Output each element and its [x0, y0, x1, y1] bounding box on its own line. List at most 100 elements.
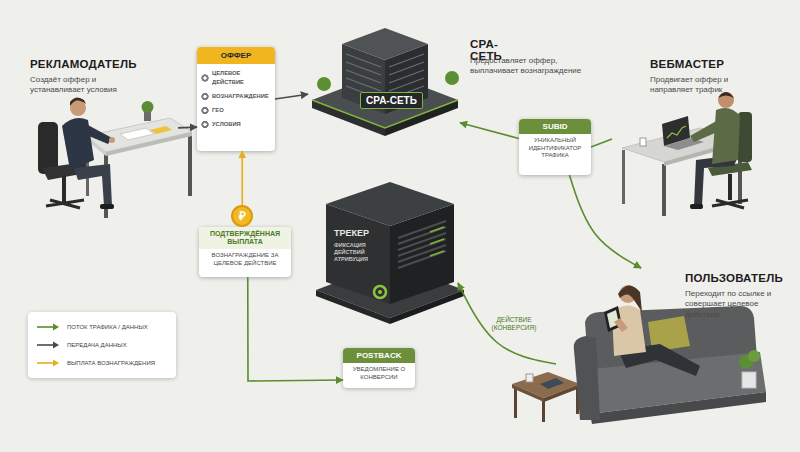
- device-description: ФИКСАЦИЯ ДЕЙСТВИЙ АТРИБУЦИЯ: [334, 242, 394, 263]
- tracker-ring-dot: [378, 290, 382, 294]
- laptop-chart: [667, 126, 686, 138]
- card-header: ОФФЕР: [197, 47, 275, 64]
- actor-node: ВЕБМАСТЕР Продвигает оффер и направляет т…: [612, 54, 782, 224]
- actor-heading: РЕКЛАМОДАТЕЛЬ: [30, 58, 178, 70]
- tree: [445, 71, 459, 85]
- flow-connector: [275, 94, 308, 99]
- chair-base: [46, 200, 84, 208]
- actor-description: Продвигает оффер и направляет трафик: [650, 75, 760, 96]
- building-sign: CPA-СЕТЬ: [360, 92, 423, 109]
- flow-connector: [178, 126, 197, 128]
- flow-connector: [591, 139, 612, 147]
- person-head: [718, 92, 734, 108]
- person-hair: [618, 285, 642, 312]
- person-arm: [690, 120, 722, 142]
- connector-label: ДЕЙСТВИЕ (КОНВЕРСИЯ): [488, 316, 540, 333]
- person-hand: [614, 318, 628, 332]
- person-torso: [712, 108, 740, 164]
- legend-text: ВЫПЛАТА ВОЗНАГРАЖДЕНИЯ: [67, 360, 155, 366]
- mug: [526, 374, 533, 382]
- card-header: ПОДТВЕРЖДЁННАЯ ВЫПЛАТА: [199, 227, 291, 249]
- tracker-leds: [430, 227, 444, 256]
- actor-heading: ВЕБМАСТЕР: [650, 58, 782, 70]
- legend-text: ПЕРЕДАЧА ДАННЫХ: [67, 342, 127, 348]
- person-hair: [70, 97, 86, 106]
- legend-item: ПОТОК ТРАФИКА / ДАННЫХ: [36, 318, 168, 336]
- person-arm: [84, 124, 112, 144]
- tracker-vents: [398, 221, 446, 268]
- offer-item: ВОЗНАГРАЖДЕНИЕ: [201, 92, 272, 101]
- subid-tag: SUBIDУНИКАЛЬНЫЙ ИДЕНТИФИКАТОР ТРАФИКА: [519, 119, 591, 175]
- chair-stem: [728, 174, 732, 200]
- cpa-building-illustration: [312, 28, 459, 136]
- desk-leg: [622, 150, 625, 204]
- plant-leaves: [142, 101, 154, 113]
- webmaster-illustration: [622, 92, 752, 216]
- device-heading: ТРЕКЕР: [334, 228, 369, 238]
- chair-stem: [62, 176, 66, 202]
- legend-sample: [36, 359, 60, 367]
- offer-item: ЦЕЛЕВОЕ ДЕЙСТВИЕ: [201, 69, 272, 87]
- person-shoes: [690, 204, 703, 209]
- actor-node: ПОЛЬЗОВАТЕЛЬ Переходит по ссылке и соверш…: [556, 268, 786, 428]
- notepad: [150, 126, 172, 134]
- mug: [640, 138, 646, 146]
- person-shoes: [100, 204, 114, 209]
- legend-line: [37, 326, 54, 328]
- offer-item: УСЛОВИЯ: [201, 120, 272, 129]
- sofa-arm: [574, 336, 600, 420]
- card-body: УНИКАЛЬНЫЙ ИДЕНТИФИКАТОР ТРАФИКА: [519, 134, 591, 164]
- chair-back: [38, 122, 58, 174]
- legend-arrow-head: [53, 324, 59, 331]
- flow-connector: [248, 277, 343, 381]
- tracker-illustration: [316, 182, 464, 324]
- network-node: CPA-СЕТЬCPA-СЕТЬПредоставляет оффер, вып…: [308, 26, 460, 136]
- card-body: УВЕДОМЛЕНИЕ О КОНВЕРСИИ: [343, 363, 415, 385]
- actor-description: Переходит по ссылке и совершает целевое …: [685, 289, 783, 320]
- payout-card: ПОДТВЕРЖДЁННАЯ ВЫПЛАТАВОЗНАГРАЖДЕНИЕ ЗА …: [199, 227, 291, 277]
- card-body: ВОЗНАГРАЖДЕНИЕ ЗА ЦЕЛЕВОЕ ДЕЙСТВИЕ: [199, 249, 291, 271]
- table-top: [512, 372, 580, 398]
- postback-card: POSTBACKУВЕДОМЛЕНИЕ О КОНВЕРСИИ: [343, 348, 415, 388]
- coin-symbol: ₽: [231, 205, 253, 227]
- tracker-top: [326, 182, 454, 226]
- flow-connector: [460, 123, 519, 139]
- actor-description: Предоставляет оффер, выплачивает вознагр…: [470, 56, 595, 77]
- plant-leaves: [748, 350, 760, 362]
- tree: [317, 77, 331, 91]
- actor-heading: ПОЛЬЗОВАТЕЛЬ: [685, 272, 786, 284]
- legend-sample: [36, 323, 60, 331]
- legend-item: ВЫПЛАТА ВОЗНАГРАЖДЕНИЯ: [36, 354, 168, 372]
- tracker-ring: [374, 286, 386, 298]
- chair-base: [712, 200, 748, 208]
- legend-arrow-head: [53, 360, 59, 367]
- papers: [120, 128, 154, 140]
- legend-item: ПЕРЕДАЧА ДАННЫХ: [36, 336, 168, 354]
- legend-sample: [36, 341, 60, 349]
- tracker-node: ТРЕКЕР ФИКСАЦИЯ ДЕЙСТВИЙ АТРИБУЦИЯ: [322, 178, 458, 306]
- plant-pot: [144, 112, 151, 121]
- legend-line: [37, 344, 54, 346]
- actor-node: РЕКЛАМОДАТЕЛЬ Создаёт оффер и устанавлива…: [26, 54, 178, 230]
- flow-connector: [569, 175, 641, 268]
- offer-card: ОФФЕР ЦЕЛЕВОЕ ДЕЙСТВИЕ ВОЗНАГРАЖДЕНИЕ ГЕО УС…: [197, 47, 275, 151]
- actor-description: Создаёт оффер и устанавливает условия: [30, 75, 148, 96]
- advertiser-illustration: [38, 97, 192, 218]
- desk-leg: [188, 134, 192, 196]
- card-header: POSTBACK: [343, 348, 415, 363]
- legend-arrow-head: [53, 342, 59, 349]
- table-leg: [542, 400, 545, 422]
- table-edge: [512, 384, 544, 402]
- card-header: SUBID: [519, 119, 591, 134]
- desk-leg: [662, 164, 666, 216]
- legend-text: ПОТОК ТРАФИКА / ДАННЫХ: [67, 324, 148, 330]
- person-hand: [109, 137, 115, 143]
- flow-connector: [458, 283, 556, 364]
- offer-item: ГЕО: [201, 106, 272, 115]
- sofa-front: [590, 392, 766, 424]
- legend-line: [37, 362, 54, 364]
- table-leg: [514, 388, 517, 418]
